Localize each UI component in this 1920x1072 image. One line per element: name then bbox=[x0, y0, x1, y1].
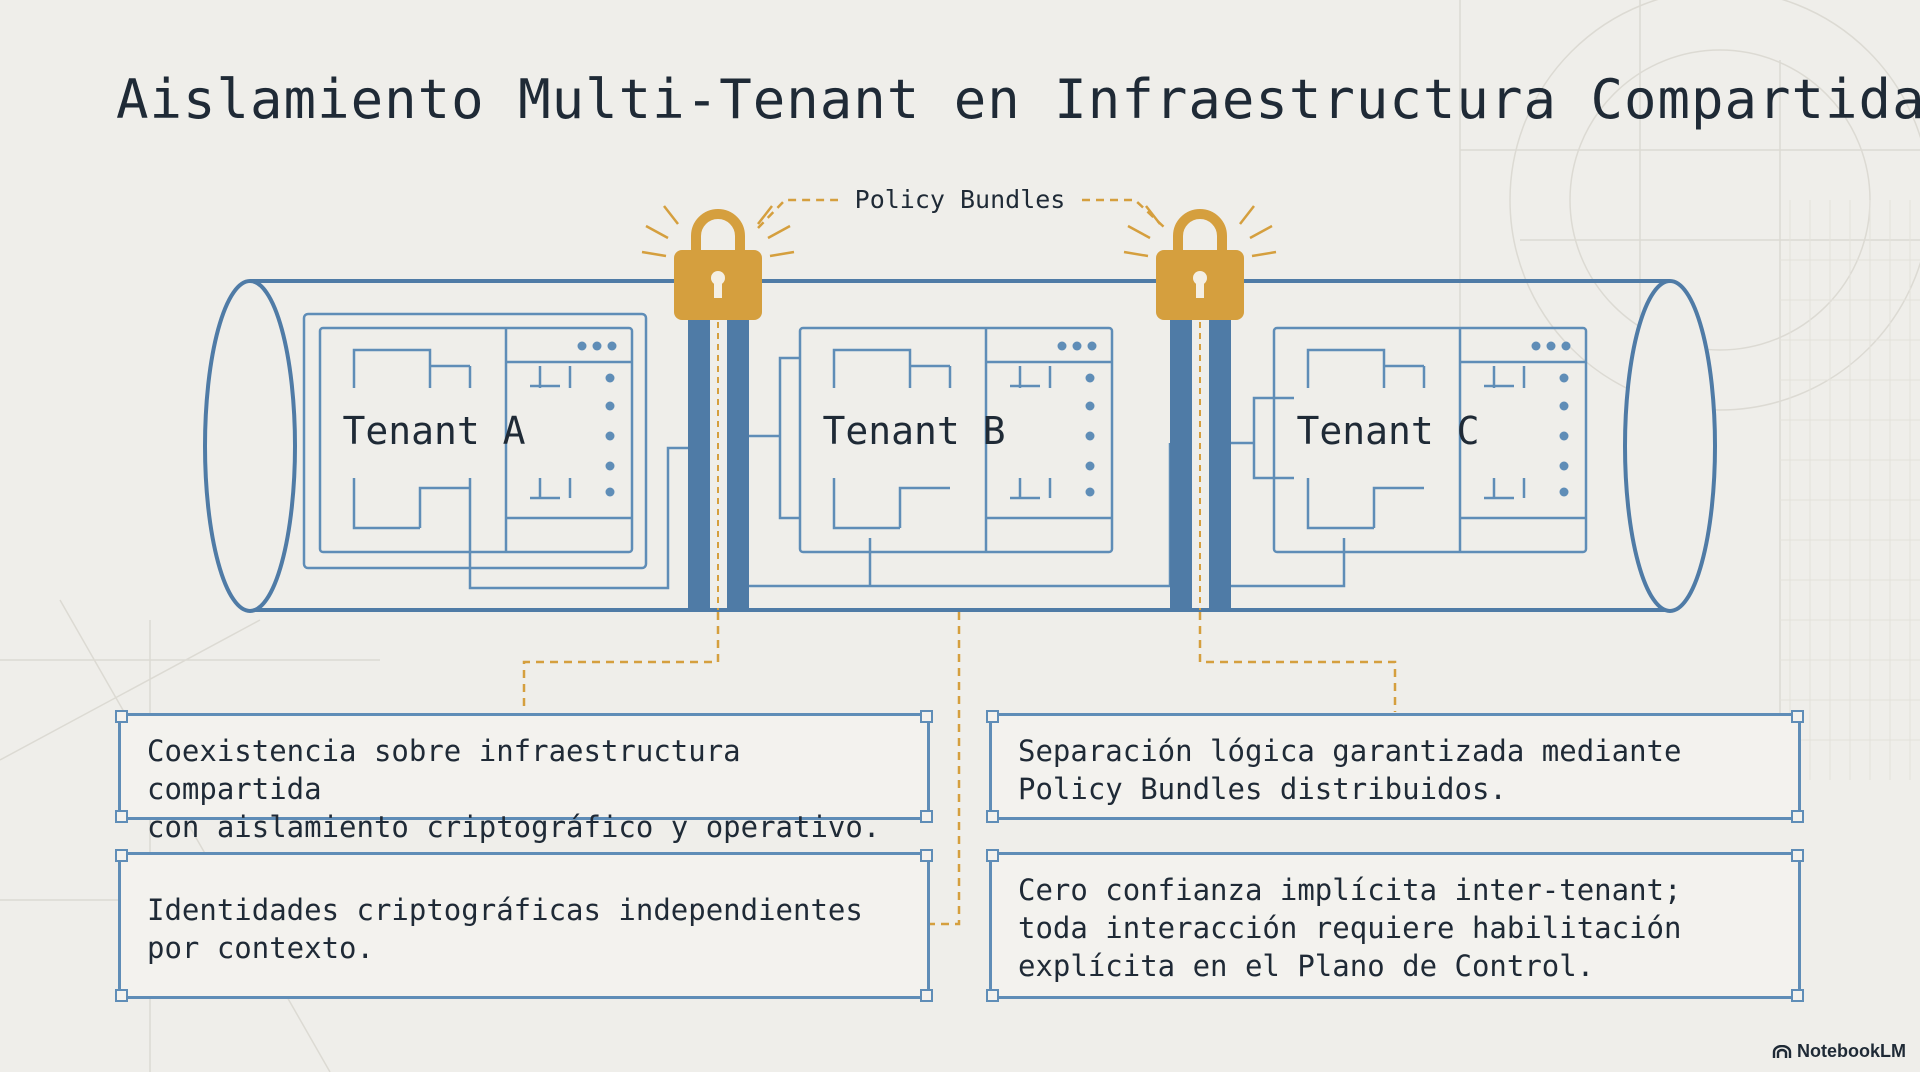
window-dot bbox=[1531, 341, 1541, 351]
info-line: explícita en el Plano de Control. bbox=[1018, 949, 1595, 983]
padlock-icon bbox=[641, 205, 795, 320]
lock-glow-ray bbox=[1123, 250, 1149, 258]
padlock-icon bbox=[1123, 205, 1277, 320]
tenant-panel: Tenant A bbox=[302, 312, 688, 590]
node-dot bbox=[1085, 487, 1095, 497]
tenant-label: Tenant C bbox=[1296, 409, 1479, 453]
node-dot bbox=[1085, 461, 1095, 471]
info-line: con aislamiento criptográfico y operativ… bbox=[147, 810, 881, 844]
window-dot bbox=[1087, 341, 1097, 351]
info-box-zero-trust: Cero confianza implícita inter-tenant; t… bbox=[986, 849, 1804, 1002]
tenant-panel: Tenant B bbox=[749, 326, 1172, 588]
lock-glow-ray bbox=[641, 250, 667, 258]
info-line: toda interacción requiere habilitación bbox=[1018, 911, 1682, 945]
window-dot bbox=[592, 341, 602, 351]
page-title: Aislamiento Multi-Tenant en Infraestruct… bbox=[116, 68, 1920, 131]
info-box-logical-separation: Separación lógica garantizada mediante P… bbox=[986, 710, 1804, 823]
node-dot bbox=[605, 373, 615, 383]
window-dot bbox=[577, 341, 587, 351]
policy-bundles-label: Policy Bundles bbox=[855, 185, 1066, 214]
lock-glow-ray bbox=[1239, 205, 1255, 225]
info-line: Cero confianza implícita inter-tenant; bbox=[1018, 873, 1682, 907]
notebooklm-brand: NotebookLM bbox=[1772, 1041, 1906, 1062]
info-line: Policy Bundles distribuidos. bbox=[1018, 772, 1507, 806]
lock-glow-ray bbox=[1249, 224, 1273, 240]
window-dot bbox=[1057, 341, 1067, 351]
node-dot bbox=[1085, 401, 1095, 411]
brand-label: NotebookLM bbox=[1797, 1041, 1906, 1061]
lock-glow-ray bbox=[1251, 250, 1277, 258]
lock-glow-ray bbox=[645, 224, 669, 240]
node-dot bbox=[605, 487, 615, 497]
connector-lines bbox=[522, 198, 1397, 926]
window-dot bbox=[607, 341, 617, 351]
node-dot bbox=[1085, 431, 1095, 441]
window-dot bbox=[1072, 341, 1082, 351]
node-dot bbox=[605, 401, 615, 411]
node-dot bbox=[1559, 487, 1569, 497]
node-dot bbox=[1085, 373, 1095, 383]
node-dot bbox=[605, 431, 615, 441]
info-box-coexistence: Coexistencia sobre infraestructura compa… bbox=[115, 710, 933, 844]
lock-glow-ray bbox=[767, 224, 791, 240]
node-dot bbox=[1559, 431, 1569, 441]
tenant-label: Tenant B bbox=[822, 409, 1005, 453]
lock-glow-ray bbox=[663, 205, 679, 225]
lock-glow-ray bbox=[769, 250, 795, 258]
node-dot bbox=[1559, 461, 1569, 471]
info-line: Coexistencia sobre infraestructura compa… bbox=[147, 734, 741, 806]
tenant-panel: Tenant C bbox=[1231, 326, 1588, 588]
window-dot bbox=[1546, 341, 1556, 351]
node-dot bbox=[1559, 373, 1569, 383]
lock-glow-ray bbox=[1145, 205, 1161, 225]
info-line: por contexto. bbox=[147, 931, 374, 965]
info-box-identities: Identidades criptográficas independiente… bbox=[115, 849, 933, 1002]
info-line: Identidades criptográficas independiente… bbox=[147, 893, 863, 927]
notebooklm-logo-icon bbox=[1772, 1044, 1792, 1058]
shared-infrastructure-cylinder bbox=[203, 279, 1717, 613]
lock-glow-ray bbox=[757, 205, 773, 225]
tenant-label: Tenant A bbox=[342, 409, 525, 453]
window-dot bbox=[1561, 341, 1571, 351]
node-dot bbox=[605, 461, 615, 471]
info-line: Separación lógica garantizada mediante bbox=[1018, 734, 1682, 768]
isolation-wall-1 bbox=[688, 300, 749, 610]
node-dot bbox=[1559, 401, 1569, 411]
isolation-wall-2 bbox=[1170, 300, 1231, 610]
lock-glow-ray bbox=[1127, 224, 1151, 240]
